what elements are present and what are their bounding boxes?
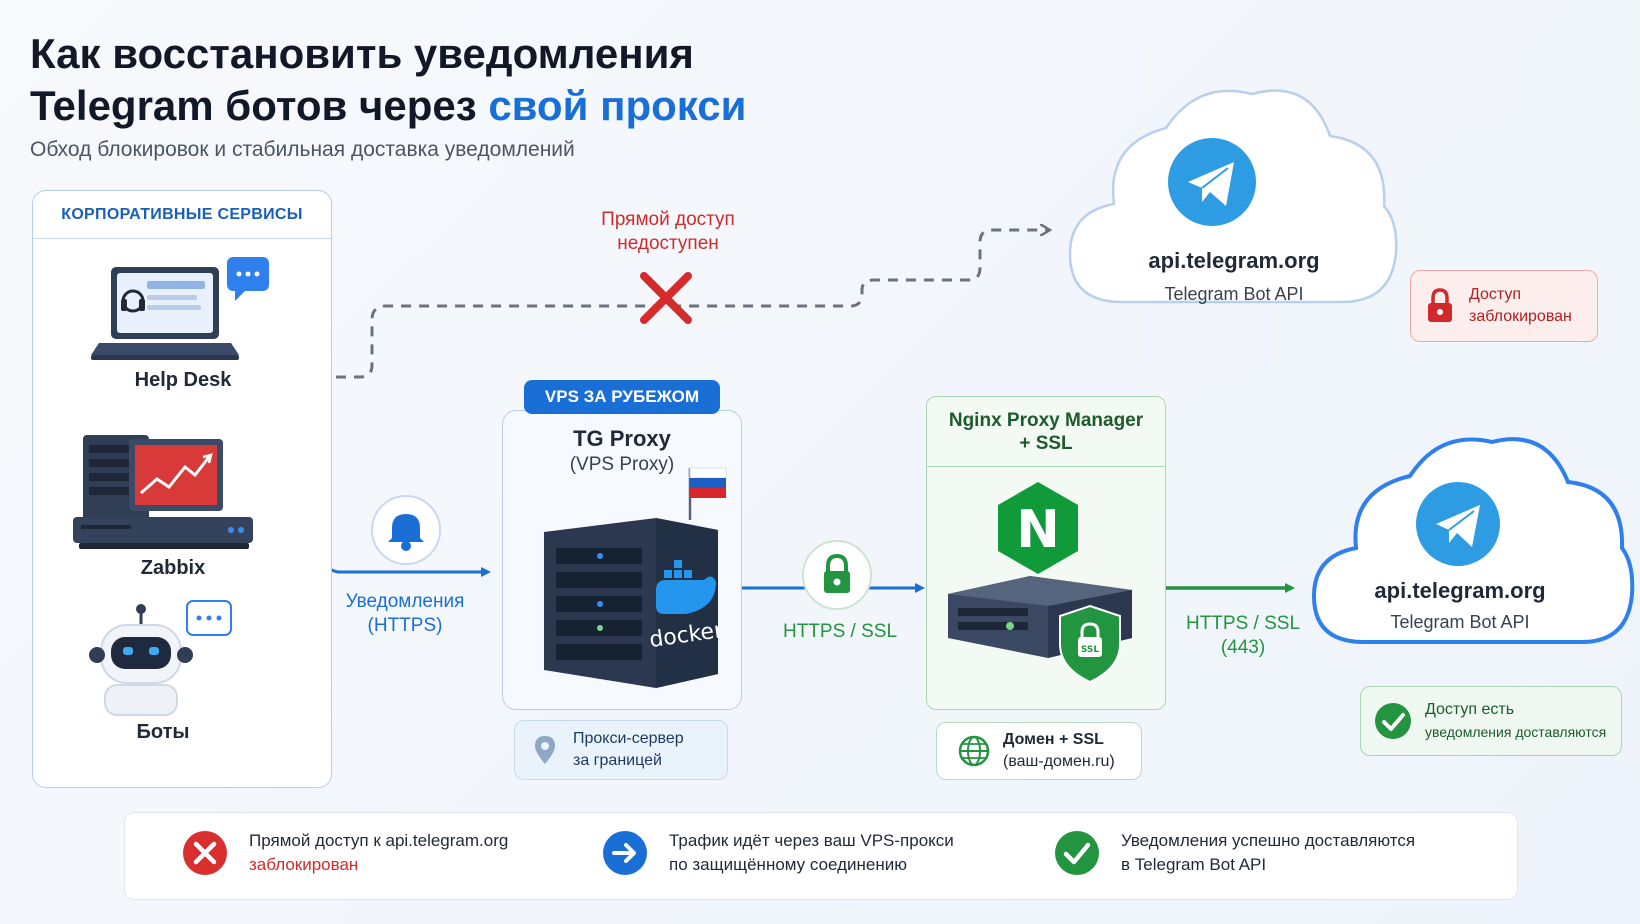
nginx-telegram-label-line-1: HTTPS / SSL [1185,613,1301,634]
nginx-domain-text: Домен + SSL (ваш-домен.ru) [1003,729,1115,773]
service-label-zabbix: Zabbix [140,557,206,579]
check-circle-icon [1055,831,1099,875]
blocked-path [318,230,1048,379]
nginx-server-icon: N SSL [948,482,1132,684]
lock-red-icon [1428,288,1452,322]
corporate-services-panel: КОРПОРАТИВНЫЕ СЕРВИСЫ Help Desk Zabbix [32,190,332,788]
vps-nginx-link-label: HTTPS / SSL [782,621,898,642]
nginx-logo-letter: N [1016,500,1060,560]
legend-proxy-line-1: Трафик идёт через ваш VPS-прокси [669,831,954,850]
lock-green-icon [802,540,872,610]
title-line-1: Как восстановить уведомления [30,30,694,77]
access-ok-badge: Доступ есть уведомления доставляются [1360,686,1622,756]
vps-title: TG Proxy [573,426,671,451]
title-line-2-plain: Telegram ботов через [30,82,489,129]
x-circle-icon [183,831,227,875]
telegram-cloud-bottom [1311,437,1635,644]
legend-delivered-line-2: в Telegram Bot API [1121,855,1267,874]
notifications-label: Уведомления (HTTPS) [340,590,470,638]
docker-server-icon: docker [544,467,727,688]
bell-icon [371,495,441,565]
access-blocked-line-2: заблокирован [1469,308,1572,325]
title-line-2-accent: свой прокси [488,82,747,129]
title-line-2: Telegram ботов через свой прокси [30,80,890,132]
blocked-label-line-1: Прямой доступ [601,209,735,230]
access-blocked-line-1: Доступ [1469,286,1522,303]
legend-blocked-text: Прямой доступ к api.telegram.org заблоки… [249,829,508,877]
access-blocked-text: Доступ заблокирован [1469,284,1572,328]
telegram-top-domain: api.telegram.org [1148,248,1320,273]
nginx-telegram-label-line-2: (443) [1220,637,1266,658]
bot-robot-icon [89,600,232,716]
blocked-label: Прямой доступ недоступен [568,208,768,256]
page-subtitle: Обход блокировок и стабильная доставка у… [30,138,575,161]
vps-badge: VPS ЗА РУБЕЖОМ [524,380,720,414]
corporate-services-header: КОРПОРАТИВНЫЕ СЕРВИСЫ [33,191,331,239]
legend-item-delivered: Уведомления успешно доставляются в Teleg… [1053,829,1415,877]
legend: Прямой доступ к api.telegram.org заблоки… [124,812,1518,900]
service-label-helpdesk: Help Desk [134,369,232,391]
location-pin-icon [535,736,555,764]
legend-delivered-text: Уведомления успешно доставляются в Teleg… [1121,829,1415,877]
helpdesk-laptop-icon [91,257,269,360]
vps-location-note: Прокси-сервер за границей [514,720,728,780]
vps-location-text: Прокси-сервер за границей [573,728,684,772]
zabbix-server-icon [73,435,253,549]
vps-note-line-1: Прокси-сервер [573,730,684,747]
ssl-shield-text: SSL [1081,645,1100,655]
legend-delivered-line-1: Уведомления успешно доставляются [1121,831,1416,850]
legend-item-proxy: Трафик идёт через ваш VPS-прокси по защи… [601,829,954,877]
notifications-label-line-1: Уведомления [345,591,465,612]
access-blocked-badge: Доступ заблокирован [1410,270,1598,342]
page-title: Как восстановить уведомления Telegram бо… [30,28,890,132]
telegram-top-caption: Telegram Bot API [1164,284,1304,304]
service-label-bots: Боты [136,721,190,743]
nginx-title-line-1: Nginx Proxy Manager [948,410,1144,431]
telegram-cloud-top [1068,89,1398,304]
nginx-note-line-1: Домен + SSL [1003,731,1104,748]
blocked-label-line-2: недоступен [617,233,719,254]
access-ok-line-2: уведомления доставляются [1425,724,1607,740]
nginx-telegram-link-label: HTTPS / SSL (443) [1170,612,1316,660]
access-ok-line-1: Доступ есть [1425,701,1515,718]
legend-item-blocked: Прямой доступ к api.telegram.org заблоки… [181,829,508,877]
globe-icon [958,735,990,767]
nginx-domain-note: Домен + SSL (ваш-домен.ru) [936,722,1142,780]
telegram-bottom-caption: Telegram Bot API [1390,612,1530,632]
notifications-label-line-2: (HTTPS) [367,615,443,636]
nginx-title: Nginx Proxy Manager + SSL [927,397,1165,467]
telegram-bottom-domain: api.telegram.org [1374,578,1546,603]
check-green-icon [1375,703,1411,739]
blocked-x-icon [640,272,692,324]
access-ok-text: Доступ есть уведомления доставляются [1425,699,1606,743]
legend-proxy-line-2: по защищённому соединению [669,855,908,874]
vps-note-line-2: за границей [573,752,662,769]
legend-blocked-line-1: Прямой доступ к api.telegram.org [249,831,509,850]
legend-proxy-text: Трафик идёт через ваш VPS-прокси по защи… [669,829,954,877]
nginx-note-line-2: (ваш-домен.ru) [1003,753,1115,770]
arrow-circle-icon [603,831,647,875]
vps-subtitle: (VPS Proxy) [569,454,675,475]
nginx-title-line-2: + SSL [1019,433,1073,454]
legend-blocked-line-2: заблокирован [249,855,359,874]
